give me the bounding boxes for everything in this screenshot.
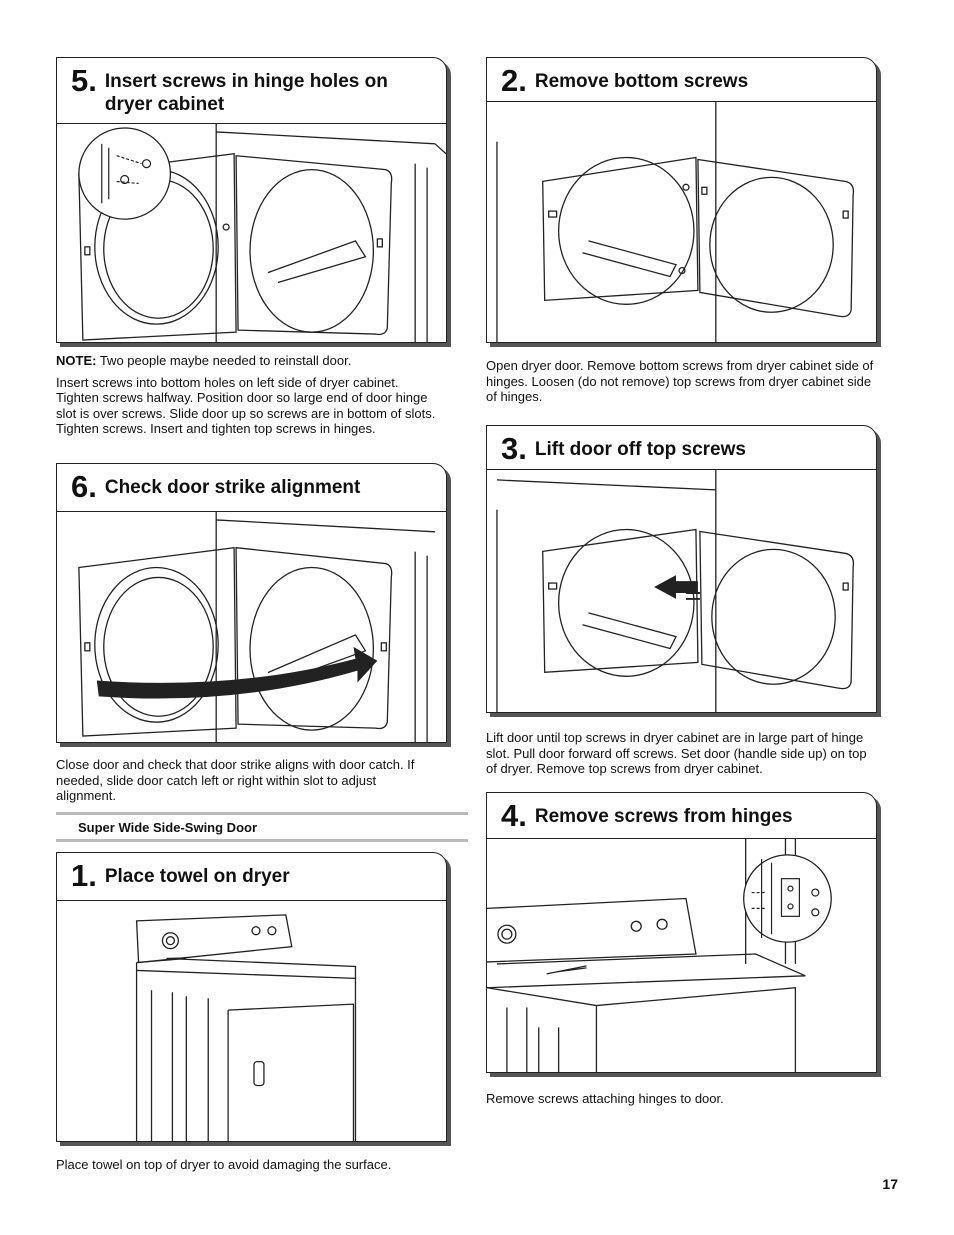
step-3-body: Lift door until top screws in dryer cabi… [486,730,867,776]
step-2-header: 2. Remove bottom screws [487,58,876,102]
step-3-header: 3. Lift door off top screws [487,426,876,470]
step-title: Lift door off top screws [534,439,746,460]
step-6-text: Close door and check that door strike al… [56,757,416,810]
note-label: NOTE: [56,353,97,368]
step-4-text: Remove screws attaching hinges to door. [486,1091,876,1113]
note-text: Two people maybe needed to reinstall doo… [96,353,352,368]
step-5-card: 5. Insert screws in hinge holes on dryer… [56,57,447,343]
step-4-header: 4. Remove screws from hinges [487,793,876,839]
step-1-text: Place towel on top of dryer to avoid dam… [56,1157,456,1179]
step-6-card: 6. Check door strike alignment [56,463,447,743]
step-number: 4. [501,798,527,833]
step-2-illustration [487,102,876,342]
step-5-header: 5. Insert screws in hinge holes on dryer… [57,58,446,124]
step-6-illustration [57,512,446,742]
step-1-header: 1. Place towel on dryer [57,853,446,901]
step-number: 3. [501,431,527,466]
page-number: 17 [882,1176,898,1192]
step-number: 6. [71,469,97,504]
step-3-illustration [487,470,876,712]
section-label: Super Wide Side-Swing Door [78,820,258,835]
step-6-header: 6. Check door strike alignment [57,464,446,512]
step-6-body: Close door and check that door strike al… [56,757,415,803]
step-2-text: Open dryer door. Remove bottom screws fr… [486,358,876,411]
step-3-card: 3. Lift door off top screws [486,425,877,713]
step-1-illustration [57,901,446,1141]
step-1-card: 1. Place towel on dryer [56,852,447,1142]
step-5-text: NOTE: Two people maybe needed to reinsta… [56,353,441,443]
step-title: Insert screws in hinge holes on dryer ca… [104,71,388,115]
step-4-card: 4. Remove screws from hinges [486,792,877,1073]
step-title: Remove bottom screws [534,71,749,92]
step-title: Place towel on dryer [104,866,290,887]
step-3-text: Lift door until top screws in dryer cabi… [486,730,876,783]
section-heading: Super Wide Side-Swing Door [56,812,468,842]
step-number: 5. [71,63,97,98]
step-4-illustration [487,839,876,1072]
step-title: Check door strike alignment [104,477,361,498]
step-2-body: Open dryer door. Remove bottom screws fr… [486,358,874,404]
step-5-illustration [57,124,446,342]
step-2-card: 2. Remove bottom screws [486,57,877,343]
step-4-body: Remove screws attaching hinges to door. [486,1091,724,1106]
step-5-body: Insert screws into bottom holes on left … [56,374,436,437]
step-number: 1. [71,858,97,893]
step-title: Remove screws from hinges [534,806,793,827]
step-number: 2. [501,63,527,98]
step-1-body: Place towel on top of dryer to avoid dam… [56,1157,392,1172]
